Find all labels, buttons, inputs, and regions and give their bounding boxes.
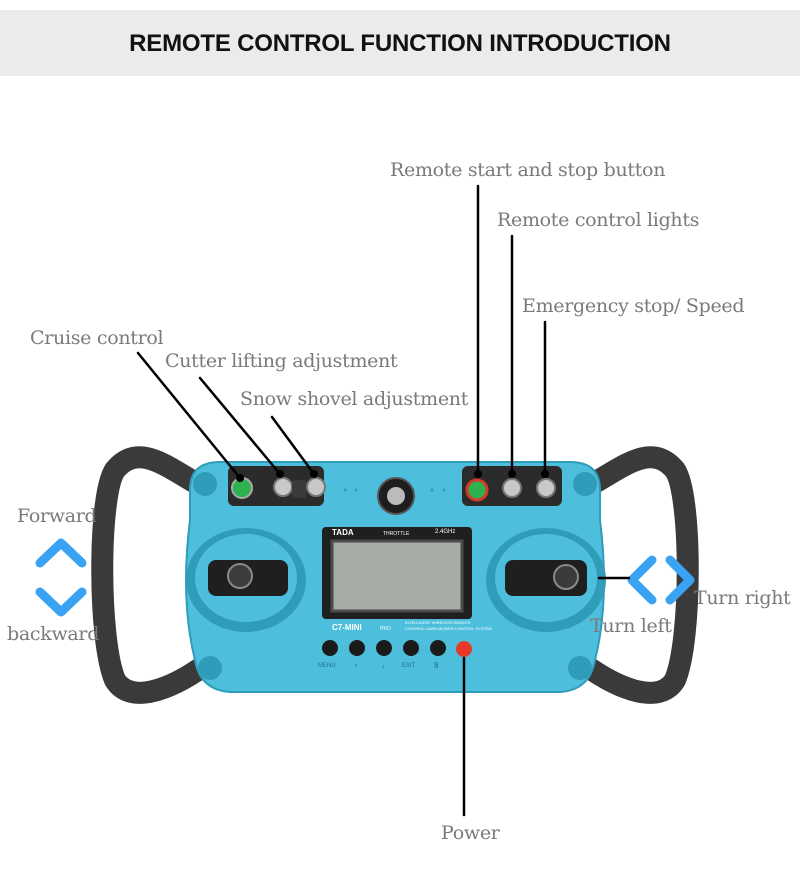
left-joystick[interactable] [227, 563, 253, 589]
up-button-label: ↑ [354, 661, 358, 670]
lcd-screen [330, 539, 464, 613]
cutter-leader [198, 376, 282, 476]
b-button-label: 8 [434, 661, 439, 670]
turn-left-label: Turn left [590, 615, 672, 637]
callout-lines [136, 184, 547, 817]
forward-label: Forward [17, 505, 97, 527]
down-button-label: ↓ [381, 661, 385, 670]
menu-button-label: MENU [318, 663, 336, 669]
estop-speed-label: Emergency stop/ Speed [522, 295, 745, 317]
cruise-leader [136, 351, 242, 480]
right-handle [574, 446, 699, 704]
exit-button-label: EXIT [402, 663, 416, 669]
cutter-switch[interactable] [273, 477, 293, 497]
start-stop-switch[interactable] [465, 478, 489, 502]
turn-right-chevron-icon [665, 555, 695, 605]
left-top-mount [193, 472, 217, 496]
forward-chevron-icon [35, 538, 87, 568]
cutter-lifting-label: Cutter lifting adjustment [165, 350, 398, 372]
down-button[interactable] [376, 640, 392, 656]
turn-right-label: Turn right [694, 587, 791, 609]
power-button[interactable] [456, 641, 472, 657]
snow-leader [270, 415, 316, 476]
menu-button[interactable] [322, 640, 338, 656]
turn-left-chevron-icon [627, 555, 657, 605]
desc-line-1: INTELLIGENT WIRELESS REMOTE [405, 620, 471, 625]
title-banner: REMOTE CONTROL FUNCTION INTRODUCTION [0, 10, 800, 76]
throttle-text: THROTTLE [383, 531, 410, 537]
model-tag-text: PRO [380, 626, 391, 632]
b-button[interactable] [430, 640, 446, 656]
lights-switch[interactable] [502, 478, 522, 498]
desc-line-2: CONTROL LAWN MOWER CONTROL SYSTEM [405, 626, 492, 631]
model-text: C7-MINI [332, 623, 362, 632]
estop-switch[interactable] [536, 478, 556, 498]
right-top-mount [573, 472, 597, 496]
bottom-button-row [322, 640, 472, 657]
page-title: REMOTE CONTROL FUNCTION INTRODUCTION [129, 30, 671, 57]
left-handle [91, 446, 216, 704]
left-bottom-mount [198, 656, 222, 680]
power-label: Power [441, 822, 500, 844]
backward-chevron-icon [35, 587, 87, 617]
right-joystick[interactable] [553, 564, 579, 590]
backward-label: backward [7, 623, 100, 645]
cruise-control-label: Cruise control [30, 327, 164, 349]
lights-label: Remote control lights [497, 209, 700, 231]
snow-shovel-label: Snow shovel adjustment [240, 388, 469, 410]
up-button[interactable] [349, 640, 365, 656]
snow-switch[interactable] [306, 477, 326, 497]
exit-button[interactable] [403, 640, 419, 656]
start-stop-label: Remote start and stop button [390, 159, 666, 181]
right-bottom-mount [568, 656, 592, 680]
freq-text: 2.4GHz [435, 529, 455, 535]
brand-text: TADA [332, 528, 354, 537]
